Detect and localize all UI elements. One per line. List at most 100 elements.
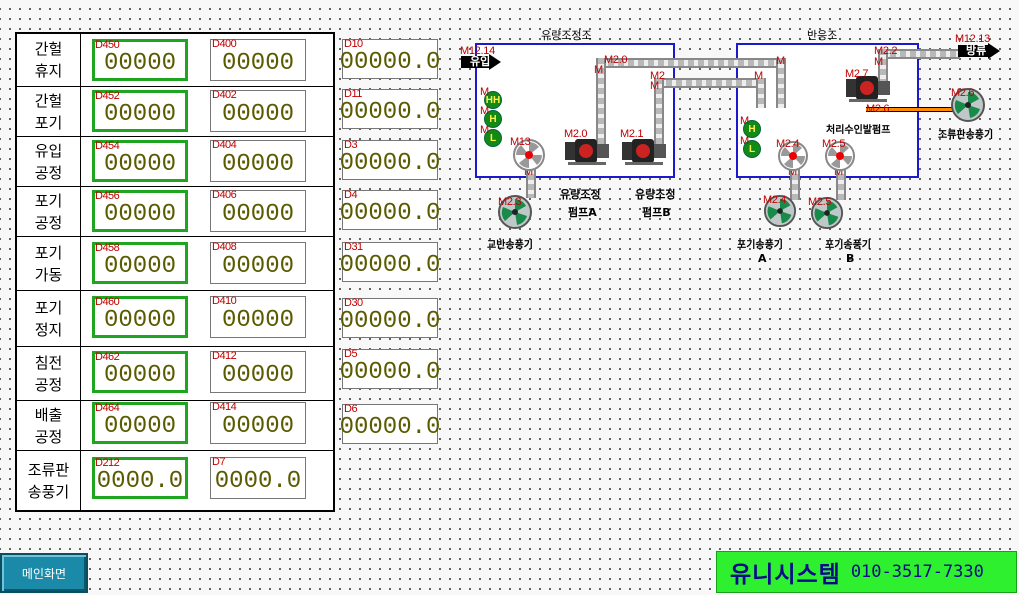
aeration-blower-b-icon[interactable] [810, 196, 844, 230]
row-label-line1: 배출 [34, 406, 63, 424]
row-label-line2: 정지 [34, 321, 63, 339]
timer-value: 00000.0 [339, 307, 441, 335]
motor-tag: M [754, 70, 763, 82]
register-tag: D6 [344, 403, 358, 415]
lamp-tag: M [740, 135, 749, 147]
table-row: 간헐 포기 [17, 86, 333, 137]
register-tag: D4 [344, 189, 358, 201]
motor-tag: M2.5 [808, 196, 832, 208]
row-label-line2: 송풍기 [27, 483, 70, 501]
level-h-lamp-icon: H [743, 120, 761, 138]
level-l-lamp-icon: L [743, 140, 761, 158]
row-label-line2: 공정 [34, 428, 63, 446]
diffuser-fan-a-icon[interactable] [777, 140, 809, 172]
blower-pipe [836, 164, 846, 200]
register-tag: D412 [212, 350, 237, 362]
table-row: 간헐 휴지 [17, 34, 333, 86]
outflow-label: 방류 [966, 44, 987, 57]
brand-phone: 010-3517-7330 [850, 562, 984, 582]
timer-value: 00000.0 [339, 199, 441, 227]
row-label-line1: 간헐 [34, 40, 63, 58]
register-tag: D30 [344, 297, 363, 309]
motor-tag: M [594, 64, 603, 76]
timer-value: 00000.0 [339, 251, 441, 279]
register-tag: D404 [212, 139, 237, 151]
row-label-line1: 침전 [34, 354, 63, 372]
row-label-line1: 조류판 [27, 461, 70, 479]
row-label-line2: 포기 [34, 114, 63, 132]
motor-tag: M2 [650, 70, 665, 82]
row-label-line2: 공정 [34, 376, 63, 394]
timer-value: 00000.0 [339, 413, 441, 441]
brand-banner: 유니시스템 010-3517-7330 [716, 551, 1017, 593]
agitator-blower-label: 교반송풍기 [487, 240, 533, 251]
diffuser-fan-b-icon[interactable] [824, 140, 856, 172]
pump-a-icon[interactable] [565, 136, 611, 166]
current-value: 00000 [221, 306, 294, 334]
brand-name: 유니시스템 [730, 562, 841, 588]
motor-tag: M2.5 [822, 138, 846, 150]
row-label: 침전 공정 [17, 347, 81, 401]
algae-blower-icon[interactable] [950, 87, 986, 123]
agitator-fan-icon[interactable] [512, 138, 546, 172]
level-hh-lamp-icon: HH [484, 91, 502, 109]
setpoint-value: 00000 [103, 200, 176, 228]
setpoint-value: 00000 [103, 306, 176, 334]
motor-tag: M2.6 [951, 87, 975, 99]
current-value: 00000 [221, 150, 294, 178]
table-row: 침전 공정 [17, 346, 333, 401]
main-screen-button[interactable]: 메인화면 [0, 553, 88, 593]
tank2-title: 반응조 [807, 29, 838, 42]
table-row: 포기 정지 [17, 290, 333, 347]
table-row: 조류판 송풍기 [17, 450, 333, 511]
setpoint-value: 00000 [103, 361, 176, 389]
timer-value: 00000.0 [339, 358, 441, 386]
row-label-line1: 포기 [34, 244, 63, 262]
register-tag: D400 [212, 38, 237, 50]
current-value: 00000 [221, 200, 294, 228]
motor-tag: M [650, 80, 659, 92]
blower-pipe [790, 164, 800, 200]
outflow-arrow-icon [958, 43, 1000, 59]
aeration-blower-a-icon[interactable] [763, 194, 797, 228]
agitator-blower-icon[interactable] [497, 194, 533, 230]
row-label: 배출 공정 [17, 401, 81, 451]
row-label-line1: 간헐 [34, 92, 63, 110]
row-label-line1: 포기 [34, 299, 63, 317]
blower-pipe [526, 164, 536, 198]
row-label: 간헐 휴지 [17, 34, 81, 86]
table-row: 유입 공정 [17, 136, 333, 187]
transfer-pipe [776, 58, 786, 108]
motor-tag: M13 [510, 136, 531, 148]
register-tag: D10 [344, 38, 363, 50]
register-tag: D458 [95, 242, 120, 254]
transfer-pipe [656, 78, 758, 88]
aeration-blower-b-label-1: 포기송풍기 [825, 240, 871, 251]
motor-tag: M2.0 [604, 54, 628, 66]
motor-tag: M2.3 [498, 196, 522, 208]
treated-water-pump-icon[interactable] [846, 73, 892, 103]
setpoint-value: 00000 [103, 100, 176, 128]
motor-tag: M2.6 [866, 103, 890, 115]
pump-b-icon[interactable] [622, 136, 668, 166]
transfer-pipe [756, 78, 766, 108]
row-label: 조류판 송풍기 [17, 451, 81, 511]
